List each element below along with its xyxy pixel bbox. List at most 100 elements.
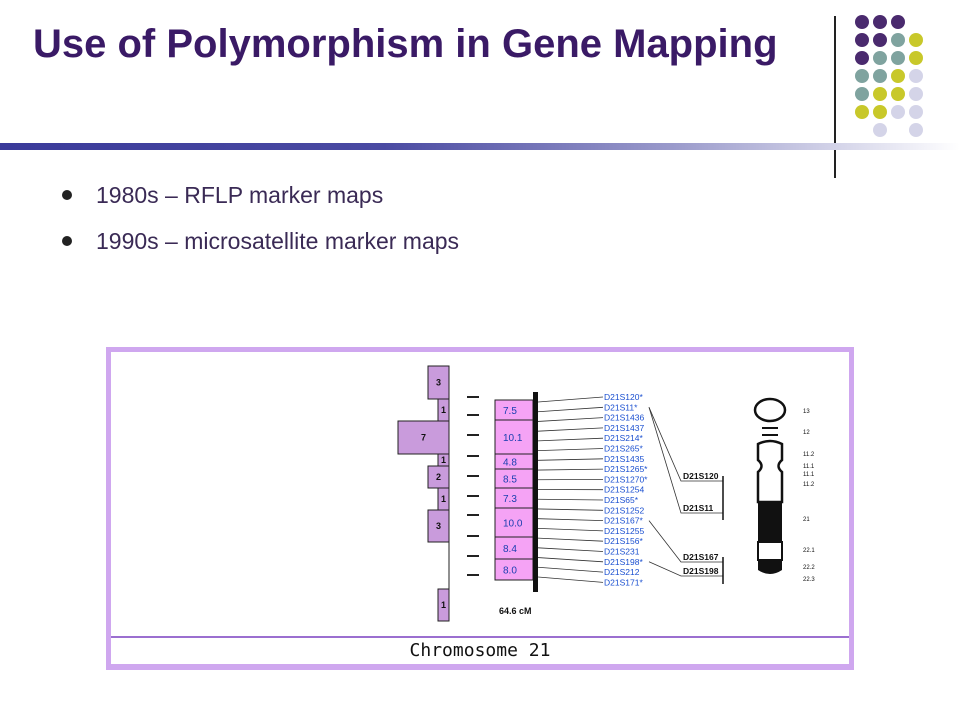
histogram-count: 1 bbox=[441, 405, 446, 415]
histogram-count: 7 bbox=[421, 433, 426, 443]
interval-label: 10.1 bbox=[503, 433, 523, 444]
band-label: 12 bbox=[803, 430, 810, 436]
slide-title: Use of Polymorphism in Gene Mapping bbox=[33, 22, 778, 66]
decorative-dot bbox=[873, 69, 887, 83]
bullet-item: 1980s – RFLP marker maps bbox=[62, 172, 459, 218]
marker-connector bbox=[537, 557, 604, 563]
decorative-dot bbox=[855, 69, 869, 83]
marker-connector bbox=[537, 417, 604, 422]
marker-label: D21S265* bbox=[604, 444, 643, 454]
decorative-dot bbox=[909, 123, 923, 137]
decorative-dot bbox=[855, 15, 869, 29]
band-label: 13 bbox=[803, 409, 810, 415]
bullet-list: 1980s – RFLP marker maps 1990s – microsa… bbox=[62, 172, 459, 264]
decorative-dot bbox=[873, 123, 887, 137]
interval-label: 8.4 bbox=[503, 544, 517, 555]
decorative-dot bbox=[909, 33, 923, 47]
marker-label: D21S1254 bbox=[604, 485, 644, 495]
histogram-count: 2 bbox=[436, 472, 441, 482]
decorative-dot bbox=[891, 87, 905, 101]
interval-label: 7.3 bbox=[503, 494, 517, 505]
band-label: 11.1 bbox=[803, 472, 815, 478]
chromosome-satellite bbox=[753, 397, 787, 423]
marker-connector bbox=[537, 566, 604, 573]
marker-label: D21S1265* bbox=[604, 464, 648, 474]
marker-label: D21S1436 bbox=[604, 413, 644, 423]
band-label: 22.3 bbox=[803, 577, 815, 583]
marker-connector bbox=[537, 448, 604, 452]
band-label: 11.1 bbox=[803, 464, 815, 470]
marker-label: D21S1435 bbox=[604, 454, 644, 464]
decorative-dot bbox=[891, 51, 905, 65]
decorative-dot-grid bbox=[855, 15, 923, 137]
marker-connector bbox=[537, 498, 604, 501]
anchor-marker-label: D21S120 bbox=[683, 471, 719, 481]
anchor-connector bbox=[648, 520, 723, 563]
marker-label: D21S1252 bbox=[604, 505, 644, 515]
marker-connector bbox=[537, 427, 604, 432]
decorative-vertical-line bbox=[834, 16, 836, 178]
chromosome-short-arm bbox=[756, 439, 784, 504]
marker-label: D21S167* bbox=[604, 516, 643, 526]
interval-box bbox=[494, 507, 534, 538]
chromosome-dark-band bbox=[758, 502, 782, 542]
chromosome-terminal-band bbox=[758, 560, 782, 574]
marker-connector bbox=[537, 468, 604, 471]
histogram-count: 3 bbox=[436, 521, 441, 531]
decorative-dot bbox=[909, 105, 923, 119]
decorative-dot bbox=[909, 87, 923, 101]
decorative-dot bbox=[873, 33, 887, 47]
decorative-dot bbox=[909, 69, 923, 83]
histogram-count: 1 bbox=[441, 494, 446, 504]
interval-label: 4.8 bbox=[503, 458, 517, 469]
marker-label: D21S214* bbox=[604, 433, 643, 443]
decorative-dot bbox=[855, 105, 869, 119]
decorative-dot bbox=[873, 105, 887, 119]
marker-connector bbox=[537, 518, 604, 521]
marker-label: D21S1437 bbox=[604, 423, 644, 433]
interval-label: 8.0 bbox=[503, 566, 517, 577]
band-label: 22.1 bbox=[803, 548, 815, 554]
bullet-item: 1990s – microsatellite marker maps bbox=[62, 218, 459, 264]
band-label: 11.2 bbox=[803, 482, 815, 488]
interval-label: 8.5 bbox=[503, 475, 517, 486]
marker-label: D21S212 bbox=[604, 567, 640, 577]
histogram-count: 3 bbox=[436, 378, 441, 388]
decorative-dot bbox=[873, 15, 887, 29]
histogram-count: 1 bbox=[441, 455, 446, 465]
marker-label: D21S120* bbox=[604, 392, 643, 402]
decorative-dot bbox=[873, 87, 887, 101]
marker-label: D21S1270* bbox=[604, 474, 648, 484]
anchor-marker-label: D21S167 bbox=[683, 552, 719, 562]
histogram-bar bbox=[437, 588, 450, 622]
marker-label: D21S1255 bbox=[604, 526, 644, 536]
histogram-count: 1 bbox=[441, 600, 446, 610]
decorative-dot bbox=[855, 33, 869, 47]
decorative-dot bbox=[891, 33, 905, 47]
marker-connector bbox=[537, 527, 604, 532]
anchor-marker-label: D21S11 bbox=[683, 503, 714, 513]
total-length-label: 64.6 cM bbox=[499, 606, 532, 616]
marker-label: D21S11* bbox=[604, 402, 638, 412]
interval-label: 7.5 bbox=[503, 406, 517, 417]
decorative-dot bbox=[873, 51, 887, 65]
band-label: 21 bbox=[803, 517, 810, 523]
marker-label: D21S156* bbox=[604, 536, 643, 546]
marker-connector bbox=[537, 396, 604, 403]
marker-connector bbox=[537, 576, 604, 583]
histogram-bar bbox=[427, 509, 450, 543]
band-label: 22.2 bbox=[803, 565, 815, 571]
marker-label: D21S231 bbox=[604, 547, 640, 557]
interval-label: 10.0 bbox=[503, 519, 523, 530]
marker-label: D21S65* bbox=[604, 495, 639, 505]
title-underline bbox=[0, 143, 960, 150]
figure-caption: Chromosome 21 bbox=[111, 638, 849, 664]
marker-connector bbox=[537, 508, 604, 511]
decorative-dot bbox=[891, 105, 905, 119]
decorative-dot bbox=[909, 51, 923, 65]
anchor-connector bbox=[648, 407, 723, 482]
anchor-connector bbox=[648, 407, 723, 514]
